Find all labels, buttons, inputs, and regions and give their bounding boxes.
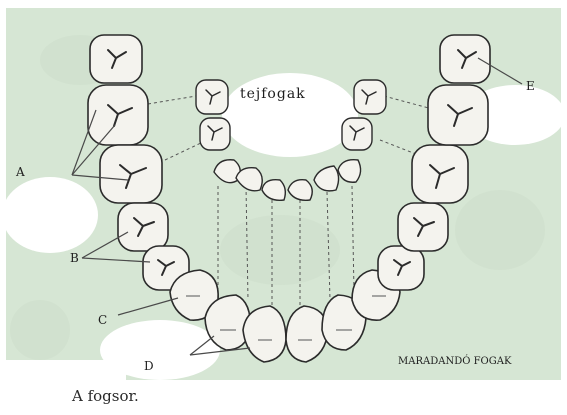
label-a: A [15,165,25,179]
label-d: D [144,359,154,373]
primary-right-molar-2 [354,80,386,114]
primary-teeth-label: tejfogak [240,86,306,102]
label-e: E [526,79,535,93]
primary-left-molar-1 [200,118,230,150]
label-b: B [70,251,79,265]
primary-right-molar-1 [342,118,372,150]
permanent-teeth-label: MARADANDÓ FOGAK [398,355,512,367]
figure-caption: A fogsor. [72,387,139,405]
label-c: C [98,313,107,327]
